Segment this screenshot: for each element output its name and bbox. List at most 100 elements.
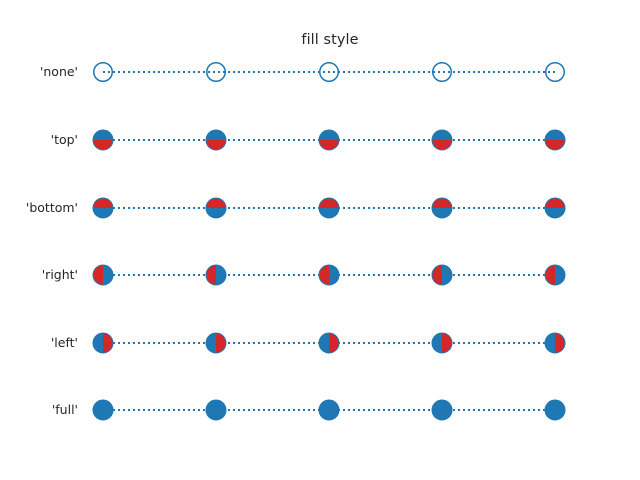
marker-full xyxy=(318,399,340,421)
marker-half-left xyxy=(93,333,103,353)
marker-half-bottom xyxy=(319,208,339,218)
marker-outline xyxy=(318,129,340,151)
marker-half-right xyxy=(442,265,452,285)
marker-half-bottom xyxy=(432,208,452,218)
marker-outline xyxy=(545,62,565,82)
marker-half-right xyxy=(329,333,339,353)
marker-outline xyxy=(92,332,114,354)
marker-half-left xyxy=(206,265,216,285)
marker-right xyxy=(431,264,453,286)
marker-none xyxy=(432,62,452,82)
row-series-left xyxy=(0,331,640,355)
row-svg xyxy=(92,264,566,286)
marker-half-left xyxy=(545,265,555,285)
marker-outline xyxy=(205,129,227,151)
marker-half-top xyxy=(93,130,113,140)
marker-half-top xyxy=(206,130,226,140)
marker-half-right xyxy=(555,265,565,285)
marker-half-right xyxy=(555,333,565,353)
marker-half-bottom xyxy=(206,140,226,150)
row-svg xyxy=(92,129,566,151)
marker-bottom xyxy=(205,197,227,219)
row-label-right: 'right' xyxy=(41,267,78,282)
marker-top xyxy=(92,129,114,151)
marker-half-bottom xyxy=(206,208,226,218)
marker-outline xyxy=(93,62,113,82)
marker-half-left xyxy=(319,333,329,353)
marker-outline xyxy=(205,264,227,286)
marker-outline xyxy=(205,332,227,354)
marker-outline xyxy=(432,62,452,82)
marker-left xyxy=(318,332,340,354)
marker-half-right xyxy=(103,265,113,285)
marker-body xyxy=(205,399,227,421)
marker-top xyxy=(544,129,566,151)
marker-half-right xyxy=(216,333,226,353)
marker-none xyxy=(93,62,113,82)
marker-half-top xyxy=(432,198,452,208)
marker-none xyxy=(545,62,565,82)
marker-half-left xyxy=(93,265,103,285)
marker-full xyxy=(431,399,453,421)
marker-half-top xyxy=(93,198,113,208)
marker-outline xyxy=(92,264,114,286)
marker-body xyxy=(431,399,453,421)
marker-top xyxy=(431,129,453,151)
row-svg xyxy=(93,62,565,82)
marker-outline xyxy=(318,264,340,286)
marker-half-bottom xyxy=(93,208,113,218)
marker-half-left xyxy=(432,265,442,285)
row-label-bottom: 'bottom' xyxy=(25,200,78,215)
row-svg xyxy=(92,197,566,219)
marker-half-top xyxy=(319,130,339,140)
marker-outline xyxy=(318,332,340,354)
marker-half-right xyxy=(329,265,339,285)
row-svg xyxy=(92,332,566,354)
marker-top xyxy=(205,129,227,151)
marker-half-left xyxy=(545,333,555,353)
plot-row-full: 'full' xyxy=(0,398,640,422)
marker-half-bottom xyxy=(545,208,565,218)
marker-left xyxy=(205,332,227,354)
marker-none xyxy=(319,62,339,82)
marker-outline xyxy=(544,264,566,286)
plot-row-right: 'right' xyxy=(0,263,640,287)
marker-body xyxy=(318,399,340,421)
marker-full xyxy=(92,399,114,421)
marker-bottom xyxy=(431,197,453,219)
row-series-bottom xyxy=(0,196,640,220)
marker-outline xyxy=(544,332,566,354)
marker-half-top xyxy=(319,198,339,208)
marker-half-right xyxy=(216,265,226,285)
marker-half-bottom xyxy=(545,140,565,150)
marker-half-left xyxy=(206,333,216,353)
marker-bottom xyxy=(92,197,114,219)
marker-half-bottom xyxy=(432,140,452,150)
plot-row-left: 'left' xyxy=(0,331,640,355)
marker-body xyxy=(544,399,566,421)
marker-half-top xyxy=(545,130,565,140)
marker-left xyxy=(92,332,114,354)
marker-right xyxy=(205,264,227,286)
marker-left xyxy=(544,332,566,354)
marker-half-top xyxy=(206,198,226,208)
marker-bottom xyxy=(318,197,340,219)
row-series-right xyxy=(0,263,640,287)
row-series-full xyxy=(0,398,640,422)
marker-outline xyxy=(431,332,453,354)
plot-row-top: 'top' xyxy=(0,128,640,152)
plot-row-bottom: 'bottom' xyxy=(0,196,640,220)
marker-outline xyxy=(431,197,453,219)
row-label-left: 'left' xyxy=(50,335,78,350)
marker-top xyxy=(318,129,340,151)
row-label-none: 'none' xyxy=(39,64,78,79)
marker-outline xyxy=(205,197,227,219)
marker-right xyxy=(544,264,566,286)
page-title: fill style xyxy=(301,32,359,48)
marker-outline xyxy=(206,62,226,82)
marker-body xyxy=(92,399,114,421)
row-series-top xyxy=(0,128,640,152)
marker-half-bottom xyxy=(319,140,339,150)
marker-outline xyxy=(544,197,566,219)
marker-outline xyxy=(431,129,453,151)
